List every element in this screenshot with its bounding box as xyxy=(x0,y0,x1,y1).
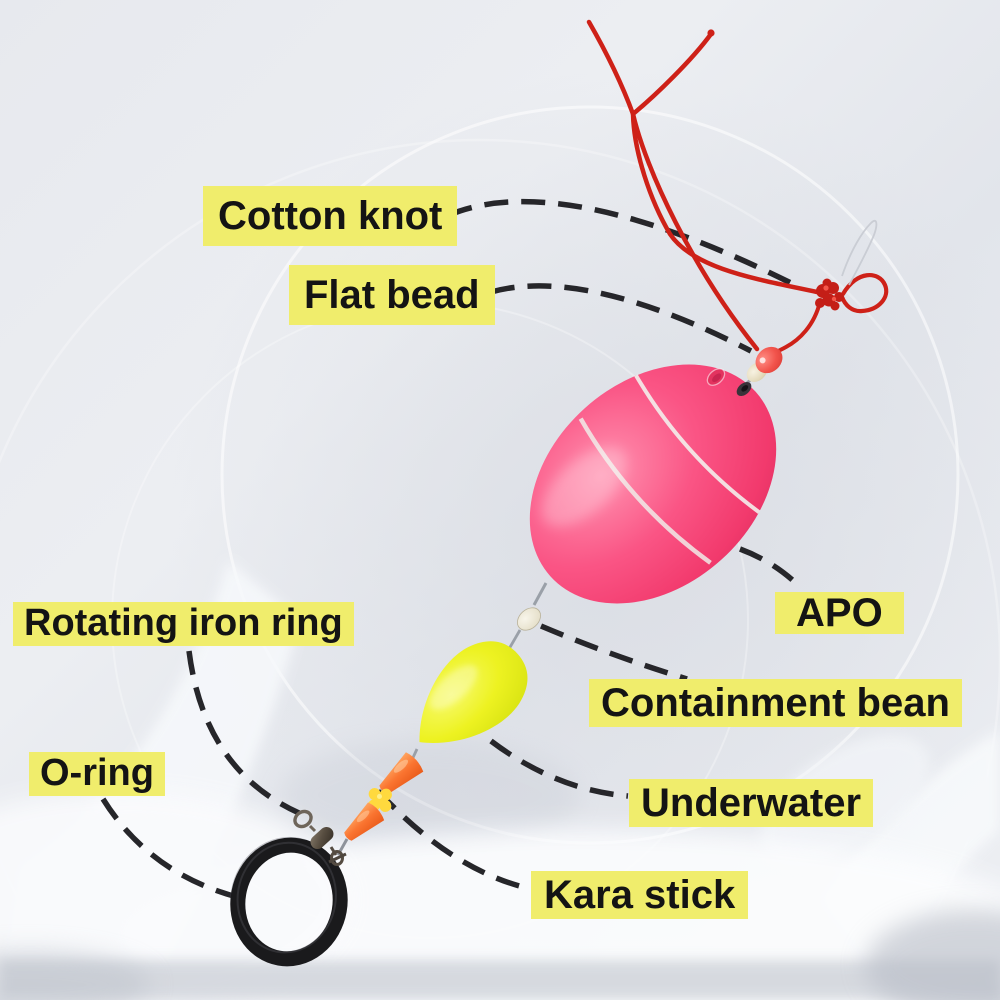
leader-underwater xyxy=(489,738,629,799)
label-cotton-knot: Cotton knot xyxy=(203,186,458,246)
label-kara-stick: Kara stick xyxy=(531,871,749,919)
kara-cone-lower xyxy=(344,802,385,841)
leader-o-ring xyxy=(100,797,238,900)
float-stripe xyxy=(634,374,761,514)
leader-cotton-knot xyxy=(447,198,799,289)
nylon-loop xyxy=(841,219,878,286)
flat-bead-part xyxy=(744,346,783,386)
apo-float xyxy=(529,364,777,604)
rotating-iron-ring-part xyxy=(293,809,347,866)
underwater-float xyxy=(419,641,528,743)
float-line-hole xyxy=(736,381,752,397)
label-containment-bean: Containment bean xyxy=(589,679,962,727)
o-ring-part xyxy=(230,836,348,967)
red-fishing-line xyxy=(586,19,889,359)
containment-bean-part xyxy=(517,607,541,631)
label-rotating-iron-ring: Rotating iron ring xyxy=(13,602,354,646)
fishing-rig xyxy=(230,19,889,967)
label-o-ring: O-ring xyxy=(29,752,165,796)
leader-apo xyxy=(739,546,803,590)
leader-lines xyxy=(100,198,803,900)
cotton-knot-part xyxy=(815,278,844,311)
leader-kara-stick xyxy=(375,789,528,891)
kara-cone-upper xyxy=(379,752,424,795)
label-underwater: Underwater xyxy=(629,779,874,827)
leader-containment-bean xyxy=(539,623,688,682)
leader-flat-bead xyxy=(490,283,753,354)
float-stripe xyxy=(578,417,712,565)
label-flat-bead: Flat bead xyxy=(289,265,495,325)
label-apo: APO xyxy=(775,592,904,634)
kara-stick-part xyxy=(336,748,424,856)
